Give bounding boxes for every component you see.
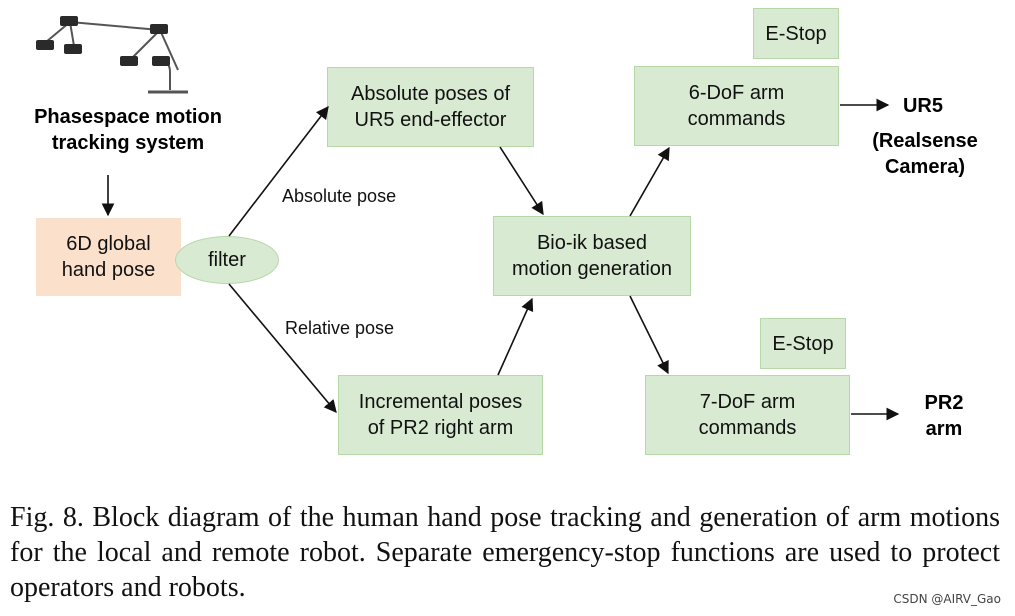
estop-bottom-node: E-Stop — [760, 318, 846, 369]
pr2-target-label: PR2 arm — [924, 392, 964, 440]
ur5-camera-label: (Realsense Camera) — [872, 130, 978, 178]
arrow-filter-to-incremental — [228, 283, 337, 413]
arrow-incremental-to-bioik — [497, 297, 534, 376]
tracking-system-label: Phasespace motion tracking system — [34, 106, 222, 154]
camera-rig-icon — [36, 16, 188, 94]
pr2-commands-node: 7-DoF arm commands — [645, 375, 850, 455]
ur5-commands-node: 6-DoF arm commands — [634, 66, 839, 146]
watermark: CSDN @AIRV_Gao — [893, 592, 1001, 606]
filter-node: filter — [175, 236, 279, 284]
arrow-bioik-to-ur5 — [629, 146, 670, 217]
estop-top-node: E-Stop — [753, 8, 839, 59]
hand-pose-node: 6D global hand pose — [36, 218, 181, 296]
absolute-pose-label: Absolute pose — [282, 186, 397, 206]
figure-caption: Fig. 8. Block diagram of the human hand … — [10, 502, 1000, 603]
bio-ik-node: Bio-ik based motion generation — [493, 216, 691, 296]
arrow-filter-to-absolute — [228, 105, 329, 237]
arrow-absolute-to-bioik — [499, 146, 544, 216]
incremental-poses-node: Incremental poses of PR2 right arm — [338, 375, 543, 455]
absolute-poses-node: Absolute poses of UR5 end-effector — [327, 67, 534, 147]
relative-pose-label: Relative pose — [285, 318, 395, 338]
ur5-target-label: UR5 — [902, 95, 943, 117]
arrow-bioik-to-pr2 — [629, 295, 669, 375]
